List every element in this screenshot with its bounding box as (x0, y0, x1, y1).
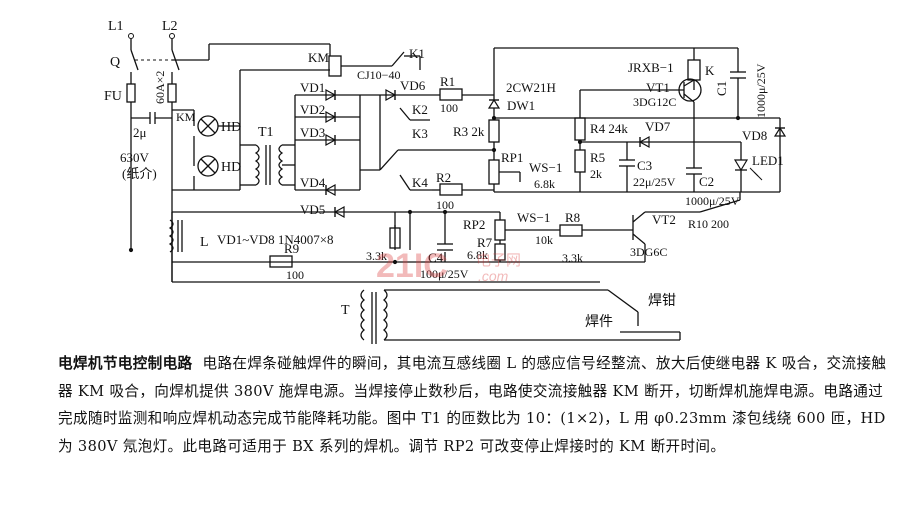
label-zener-model: 2CW21H (506, 80, 556, 95)
label-RP1: RP1 (501, 150, 523, 165)
label-cap-type: (纸介) (122, 166, 157, 181)
label-R9-value: 100 (286, 268, 304, 282)
label-DW1: DW1 (507, 98, 535, 113)
caption: 电焊机节电控制电路电路在焊条碰触焊件的瞬间，其电流互感线圈 L 的感应信号经整流… (58, 350, 888, 460)
label-KM-contact: KM (176, 110, 196, 124)
label-R10: R10 200 (688, 217, 729, 231)
watermark-url: .com (478, 268, 509, 284)
label-K1: K1 (409, 46, 425, 61)
label-VT1-model: 3DG12C (633, 95, 676, 109)
label-L2: L2 (162, 19, 178, 34)
label-R5-value: 2k (590, 167, 602, 181)
label-VD7: VD7 (645, 119, 671, 134)
label-RP1-value: 6.8k (534, 177, 555, 191)
label-VT2: VT2 (652, 212, 676, 227)
timing-network: R4 24k VD7 R5 2k C3 22μ/25V C2 VD8 LED1 (574, 117, 786, 193)
label-FU: FU (104, 89, 122, 104)
label-KM-coil: KM (308, 50, 329, 65)
label-VD1: VD1 (300, 80, 325, 95)
label-R9: R9 (284, 241, 299, 256)
km-coil-and-k1: KM CJ10−40 K1 (172, 43, 425, 126)
label-VD5: VD5 (300, 202, 325, 217)
label-C2: C2 (699, 174, 714, 189)
label-K2: K2 (412, 102, 428, 117)
caption-body: 电路在焊条碰触焊件的瞬间，其电流互感线圈 L 的感应信号经整流、放大后使继电器 … (58, 355, 887, 455)
rectifier-bridge: VD1 VD2 VD3 VD4 VD6 VD5 (294, 78, 426, 218)
amplifier-VT2: 1000μ/25V VT2 R10 200 3DG6C (630, 192, 741, 262)
transformer-T1: T1 (240, 125, 295, 186)
watermark-number: 21IC (376, 247, 448, 285)
sense-coil-and-bias: L VD1~VD8 1N4007×8 R9 100 3.3k C4 100μ/2… (168, 209, 645, 283)
label-T1: T1 (258, 125, 274, 140)
label-WS1b: WS−1 (517, 210, 550, 225)
label-C4: C4 (428, 250, 444, 265)
label-R1: R1 (440, 74, 455, 89)
label-C1-value: 1000μ/25V (754, 63, 768, 118)
label-cap-2u: 2μ (133, 125, 147, 140)
label-RP2-value: 10k (535, 233, 553, 247)
watermark-text: 电子网 (476, 251, 521, 269)
relay-contacts: K2 K3 K4 (379, 102, 432, 191)
label-C1: C1 (714, 81, 729, 96)
label-VD6: VD6 (400, 78, 426, 93)
label-VD8: VD8 (742, 128, 767, 143)
label-L1: L1 (108, 19, 124, 34)
label-LED1: LED1 (752, 153, 784, 168)
label-K: K (705, 63, 715, 78)
label-cap-voltage: 630V (120, 150, 150, 165)
relay-driver-VT1: JRXB−1 K VT1 3DG12C C1 1000μ/25V (491, 48, 780, 160)
label-VT2-model: 3DG6C (630, 245, 667, 259)
label-K3: K3 (412, 126, 428, 141)
label-T: T (341, 303, 350, 318)
label-C4-value: 100μ/25V (420, 267, 469, 281)
label-R4: R4 24k (590, 121, 628, 136)
fuse-rating: 60A×2 (153, 71, 167, 104)
label-R3: R3 2k (453, 124, 485, 139)
label-VD4: VD4 (300, 175, 326, 190)
label-RP2: RP2 (463, 217, 485, 232)
label-workpiece: 焊件 (585, 314, 613, 330)
label-WS1: WS−1 (529, 160, 562, 175)
mains-section: L1 L2 Q FU 60A×2 (104, 19, 180, 282)
label-VT1: VT1 (646, 80, 670, 95)
watermark-logo: 21IC 电子网 .com (368, 243, 538, 289)
label-R1-value: 100 (440, 101, 458, 115)
label-R8: R8 (565, 210, 580, 225)
circuit-diagram: L1 L2 Q FU 60A×2 KM 2μ 630V (纸介) HD (104, 19, 786, 344)
label-diodes-note: VD1~VD8 1N4007×8 (217, 232, 334, 247)
km-contact-and-lamps: KM 2μ 630V (纸介) HD HD (120, 109, 241, 191)
label-contactor: CJ10−40 (357, 68, 400, 82)
label-relay-model: JRXB−1 (628, 60, 674, 75)
label-clamp: 焊钳 (648, 293, 676, 309)
label-C3-value: 22μ/25V (633, 175, 676, 189)
label-L: L (200, 235, 209, 250)
label-C2-value: 1000μ/25V (685, 194, 740, 208)
label-R2: R2 (436, 170, 451, 185)
label-HD1: HD (221, 120, 241, 135)
label-K4: K4 (412, 175, 428, 190)
label-R7-value: 6.8k (467, 248, 488, 262)
label-Q: Q (110, 55, 120, 70)
power-regulator: R1 100 2CW21H DW1 R3 2k RP1 WS−1 6.8k R2… (410, 47, 738, 212)
caption-title: 电焊机节电控制电路 (58, 355, 193, 372)
label-VD3: VD3 (300, 125, 325, 140)
label-R7: R7 (477, 235, 493, 250)
label-R2-value: 100 (436, 198, 454, 212)
label-C3: C3 (637, 158, 652, 173)
welding-transformer: T 焊钳 焊件 (341, 289, 681, 344)
label-R5: R5 (590, 150, 605, 165)
label-VD2: VD2 (300, 102, 325, 117)
label-R6-value: 3.3k (366, 249, 387, 263)
label-R8-value: 3.3k (562, 251, 583, 265)
label-HD2: HD (221, 160, 241, 175)
